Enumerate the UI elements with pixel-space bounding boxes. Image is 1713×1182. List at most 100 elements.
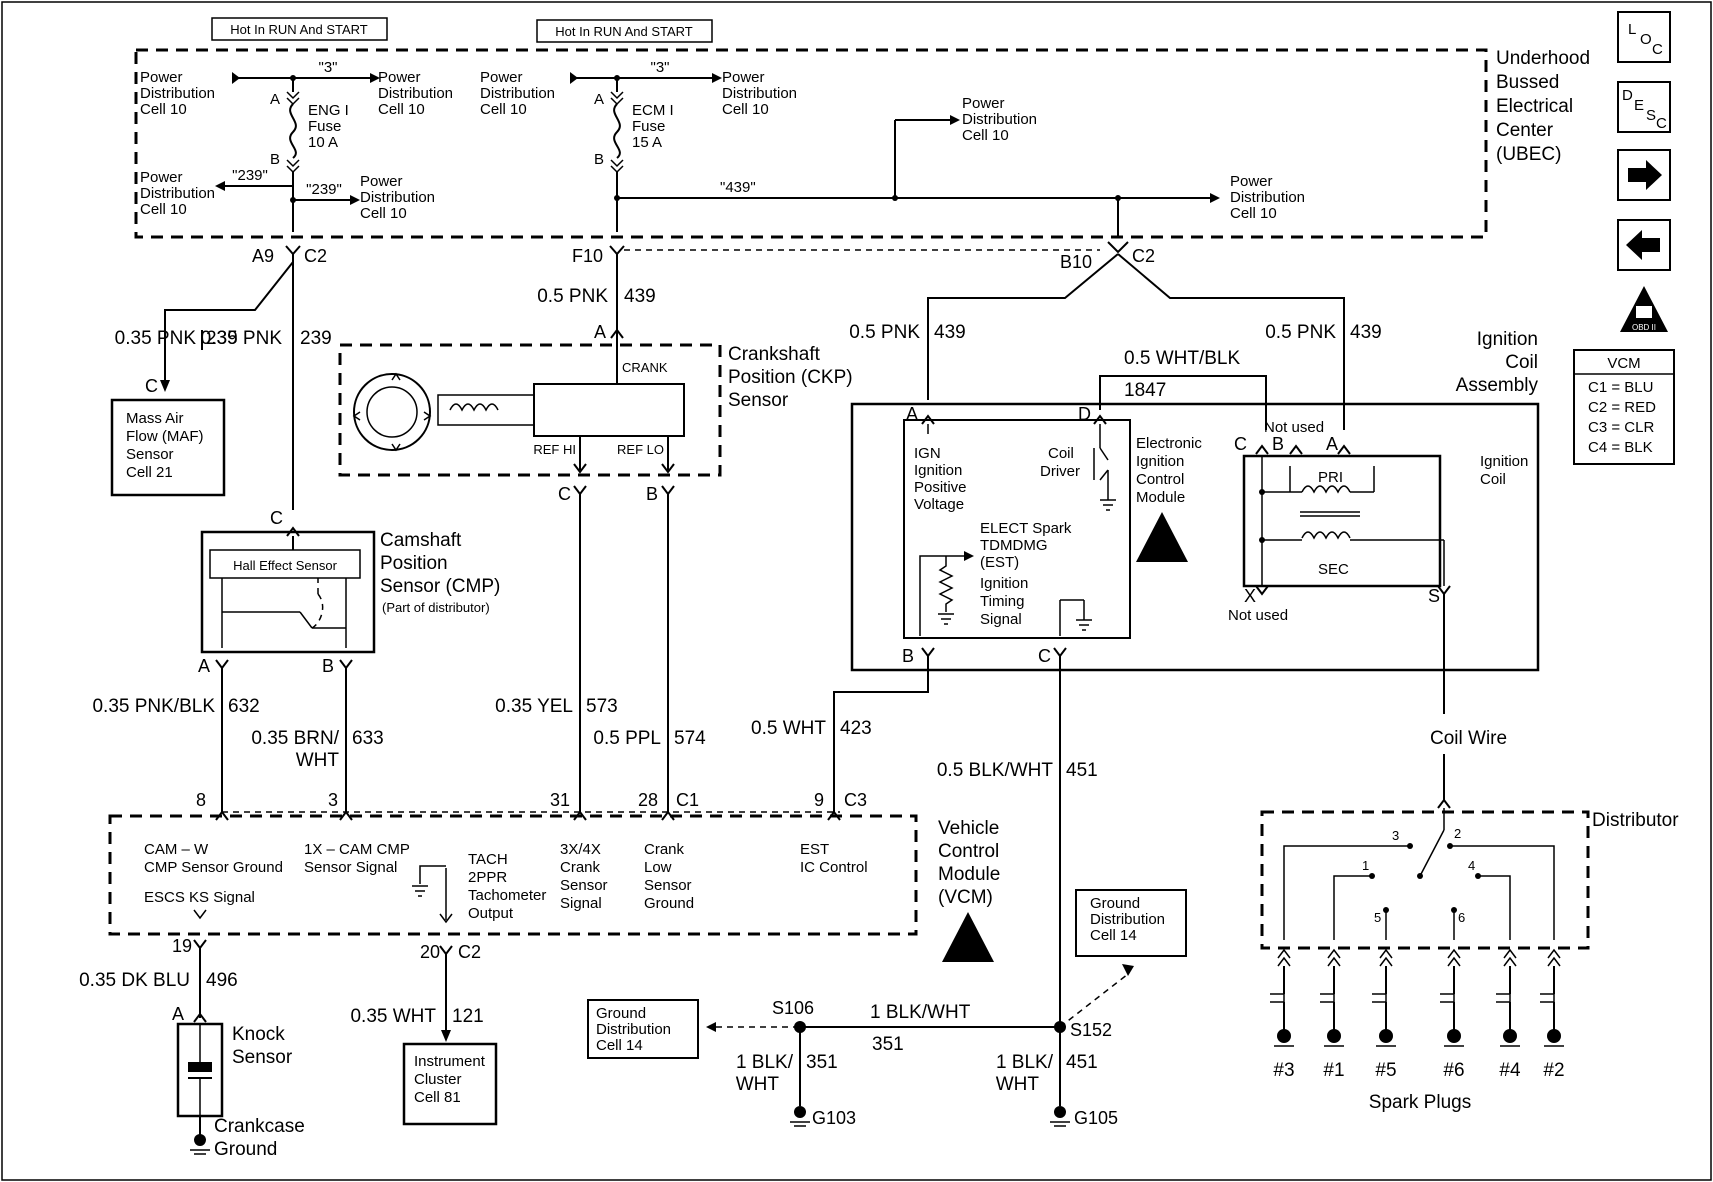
svg-text:0.35 PNK/BLK: 0.35 PNK/BLK xyxy=(92,696,215,717)
svg-text:A: A xyxy=(270,91,280,108)
svg-text:574: 574 xyxy=(674,728,706,749)
svg-text:Instrument: Instrument xyxy=(414,1053,486,1070)
svg-text:Sensor: Sensor xyxy=(126,446,174,463)
svg-text:Power: Power xyxy=(1230,173,1273,190)
ignition-coil: Not used C B A Ignition Coil PRI SEC X N… xyxy=(1228,419,1528,800)
svg-text:Hall Effect Sensor: Hall Effect Sensor xyxy=(233,558,337,573)
svg-text:Positive: Positive xyxy=(914,479,967,496)
svg-text:#6: #6 xyxy=(1443,1060,1464,1081)
svg-text:B: B xyxy=(322,656,334,676)
svg-text:1847: 1847 xyxy=(1124,380,1166,401)
svg-text:REF LO: REF LO xyxy=(617,442,664,457)
svg-text:Distribution: Distribution xyxy=(140,185,215,202)
svg-text:1: 1 xyxy=(1362,858,1369,873)
svg-text:PRI: PRI xyxy=(1318,469,1343,486)
spark-plug-3: #3 xyxy=(1270,948,1295,1081)
svg-text:B: B xyxy=(646,484,658,504)
svg-text:Ground: Ground xyxy=(644,895,694,912)
svg-text:31: 31 xyxy=(550,790,570,810)
svg-text:Cell 10: Cell 10 xyxy=(962,127,1009,144)
svg-text:1 BLK/WHT: 1 BLK/WHT xyxy=(870,1002,971,1023)
svg-text:(UBEC): (UBEC) xyxy=(1496,144,1561,165)
svg-text:Power: Power xyxy=(480,69,523,86)
svg-text:Control: Control xyxy=(938,841,999,862)
ckp-pins: C B 0.35 YEL 573 0.5 PPL 574 xyxy=(495,484,706,812)
svg-text:Cell 81: Cell 81 xyxy=(414,1089,461,1106)
ubec-eng-section: Power Distribution Cell 10 "3" Power Dis… xyxy=(140,59,453,232)
svg-text:#1: #1 xyxy=(1323,1060,1344,1081)
svg-text:S106: S106 xyxy=(772,998,814,1018)
svg-text:0.35 PNK: 0.35 PNK xyxy=(201,328,283,349)
spark-plug-4: #4 xyxy=(1496,948,1521,1081)
svg-text:WHT: WHT xyxy=(996,1074,1040,1095)
svg-text:Power: Power xyxy=(722,69,765,86)
svg-text:C3 = CLR: C3 = CLR xyxy=(1588,419,1654,436)
prev-button[interactable] xyxy=(1617,219,1671,271)
svg-text:Mass Air: Mass Air xyxy=(126,410,184,427)
svg-text:Distribution: Distribution xyxy=(378,85,453,102)
svg-text:0.35 WHT: 0.35 WHT xyxy=(350,1006,436,1027)
svg-text:A: A xyxy=(906,404,918,424)
svg-text:351: 351 xyxy=(872,1034,904,1055)
svg-text:"3": "3" xyxy=(651,59,670,76)
svg-text:WHT: WHT xyxy=(296,750,340,771)
svg-text:"239": "239" xyxy=(232,167,268,184)
svg-text:0.35 YEL: 0.35 YEL xyxy=(495,696,573,717)
svg-text:Distributor: Distributor xyxy=(1592,810,1679,831)
svg-text:TACH: TACH xyxy=(468,851,508,868)
svg-text:Ignition: Ignition xyxy=(914,462,962,479)
svg-text:Signal: Signal xyxy=(980,611,1022,628)
svg-text:Hot In RUN And START: Hot In RUN And START xyxy=(230,22,368,37)
svg-text:0.35 PNK: 0.35 PNK xyxy=(115,328,197,349)
svg-text:10 A: 10 A xyxy=(308,134,338,151)
vcm-esd-icon xyxy=(942,912,994,962)
svg-text:Center: Center xyxy=(1496,120,1554,141)
spark-plug-2: #2 xyxy=(1540,948,1565,1081)
svg-text:451: 451 xyxy=(1066,760,1098,781)
svg-text:Ignition: Ignition xyxy=(1477,329,1538,350)
svg-text:A9: A9 xyxy=(252,246,274,266)
ubec-title: Underhood Bussed Electrical Center (UBEC… xyxy=(1496,48,1590,165)
svg-text:239: 239 xyxy=(300,328,332,349)
svg-text:C2: C2 xyxy=(458,942,481,962)
svg-text:ENG I: ENG I xyxy=(308,102,349,119)
svg-text:19: 19 xyxy=(172,936,192,956)
svg-text:8: 8 xyxy=(196,790,206,810)
svg-text:121: 121 xyxy=(452,1006,484,1027)
ckp-title: Crankshaft Position (CKP) Sensor xyxy=(728,344,853,411)
svg-text:Distribution: Distribution xyxy=(480,85,555,102)
svg-text:451: 451 xyxy=(1066,1052,1098,1073)
next-button[interactable] xyxy=(1617,149,1671,201)
svg-text:G103: G103 xyxy=(812,1108,856,1128)
desc-button[interactable]: D E S C xyxy=(1617,81,1671,133)
hot-label-right: Hot In RUN And START xyxy=(536,19,713,43)
knock-sensor: A Knock Sensor Crankcase Ground xyxy=(172,1004,305,1160)
svg-text:"3": "3" xyxy=(319,59,338,76)
svg-text:Crankshaft: Crankshaft xyxy=(728,344,821,365)
svg-text:Crankcase: Crankcase xyxy=(214,1116,305,1137)
svg-text:Module: Module xyxy=(1136,489,1185,506)
svg-text:B10: B10 xyxy=(1060,252,1092,272)
svg-text:Assembly: Assembly xyxy=(1456,375,1539,396)
vcm-pins: 8 3 31 28 C1 9 C3 xyxy=(196,790,867,821)
svg-text:CRANK: CRANK xyxy=(622,360,668,375)
svg-text:Knock: Knock xyxy=(232,1024,285,1045)
svg-text:L: L xyxy=(1628,21,1636,38)
svg-text:Power: Power xyxy=(360,173,403,190)
svg-text:S: S xyxy=(1646,107,1656,124)
svg-text:Coil: Coil xyxy=(1048,445,1074,462)
svg-text:S152: S152 xyxy=(1070,1020,1112,1040)
svg-text:Power: Power xyxy=(140,169,183,186)
svg-text:6: 6 xyxy=(1458,910,1465,925)
svg-text:D: D xyxy=(1622,87,1633,104)
wire-439-ckp: 0.5 PNK 439 A xyxy=(537,254,656,342)
svg-text:D: D xyxy=(1078,404,1091,424)
svg-text:B: B xyxy=(1272,434,1284,454)
svg-text:Voltage: Voltage xyxy=(914,496,964,513)
spark-plug-6: #6 xyxy=(1440,948,1465,1081)
svg-text:OBD II: OBD II xyxy=(1632,323,1656,332)
svg-text:Ignition: Ignition xyxy=(1480,453,1528,470)
loc-button[interactable]: L O C xyxy=(1617,11,1671,63)
